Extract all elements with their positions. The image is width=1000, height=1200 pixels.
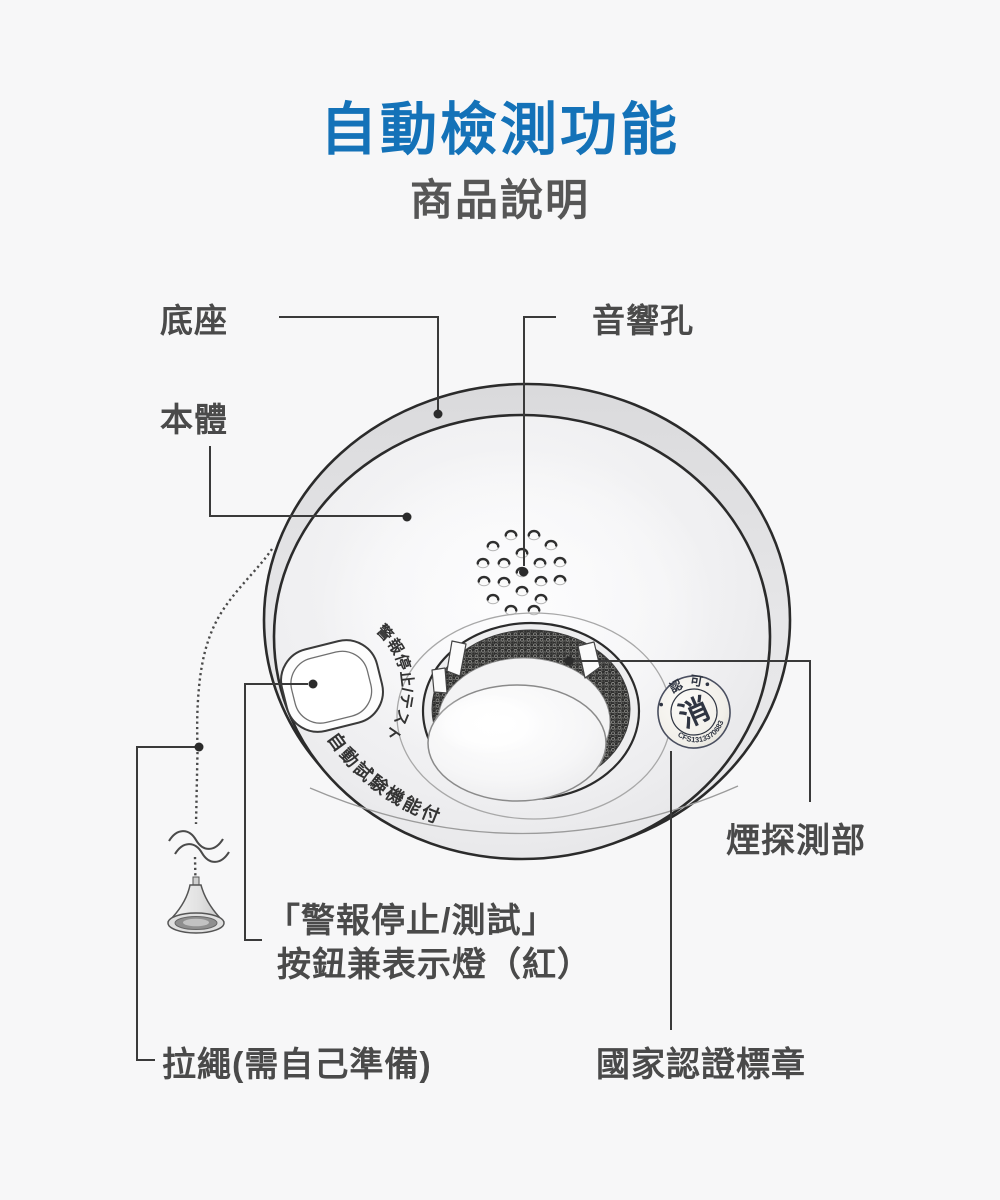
smoke-detector-device: 警報停止/テスト 自動試験機能付 消 認可 CFS1313370683 <box>167 382 792 934</box>
test-button <box>280 639 384 733</box>
leader-lines <box>136 316 811 1061</box>
label-pull-cord: 拉繩(需自己準備) <box>162 1046 432 1084</box>
dot-base <box>433 409 443 419</box>
dome-highlight <box>433 693 543 755</box>
leader-sound-hole <box>523 316 556 566</box>
leader-dots <box>194 409 574 752</box>
label-main-body: 本體 <box>160 401 228 438</box>
cord-weight <box>167 876 225 934</box>
leader-pull-cord <box>136 746 195 1061</box>
page-subtitle: 商品說明 <box>410 177 590 225</box>
pull-cord <box>193 548 273 885</box>
dot-sound-hole <box>519 567 528 577</box>
page-title: 自動檢測功能 <box>320 98 680 162</box>
leader-base <box>279 316 439 410</box>
body-bottom-lip-line <box>309 785 739 835</box>
dot-smoke-detector <box>564 656 574 666</box>
label-button-line2: 按鈕兼表示燈（紅） <box>277 946 592 984</box>
dot-body <box>402 512 412 522</box>
dot-button <box>308 679 318 689</box>
cord-break-squiggle <box>168 830 230 863</box>
dot-cord-junction <box>194 742 204 752</box>
certification-seal: 消 認可 CFS1313370683 <box>657 669 731 749</box>
label-base: 底座 <box>160 302 228 339</box>
label-certification: 國家認證標章 <box>596 1046 806 1084</box>
label-smoke-detector: 煙探測部 <box>726 822 866 860</box>
leader-button <box>244 683 308 941</box>
leader-smoke-detector <box>573 660 811 802</box>
leader-body <box>209 446 404 517</box>
smoke-chamber <box>396 612 672 820</box>
label-sound-hole: 音響孔 <box>592 302 694 339</box>
label-button-line1: 「警報停止/測試」 <box>266 902 557 940</box>
